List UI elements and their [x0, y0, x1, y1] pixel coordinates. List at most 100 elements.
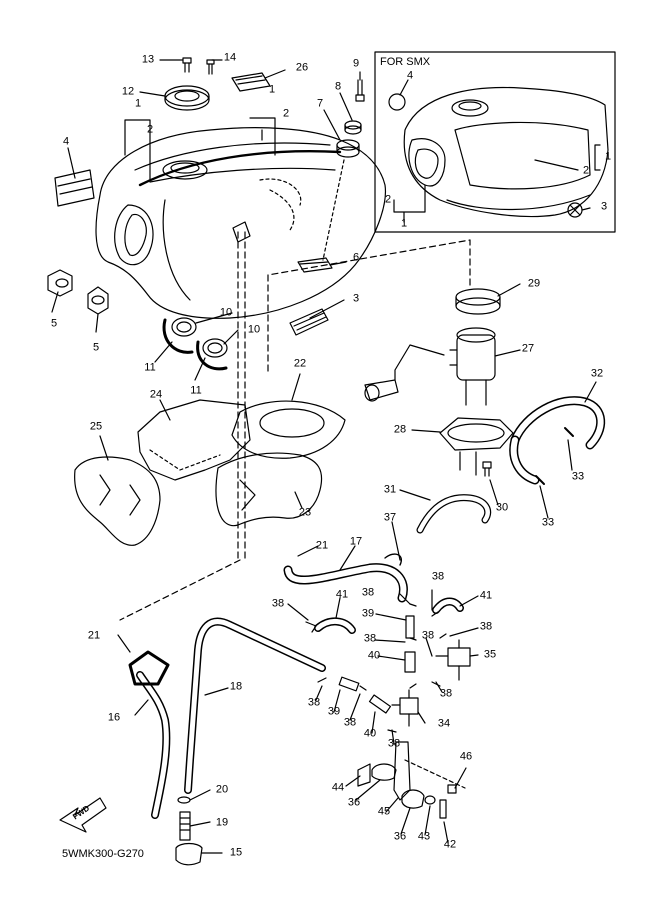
diagram-code: 5WMK300-G270	[62, 848, 144, 860]
cock-35	[435, 639, 471, 681]
clamp-36a	[371, 763, 397, 781]
callout-23: 23	[298, 506, 312, 519]
callout-27: 27	[521, 342, 535, 355]
label-26	[231, 72, 271, 92]
callout-7: 7	[316, 97, 324, 110]
callout-40: 40	[363, 727, 377, 740]
callout-11: 11	[144, 361, 156, 374]
callout-32: 32	[590, 367, 604, 380]
damper-7	[336, 139, 360, 158]
hose-18	[184, 617, 326, 794]
bolt-30	[482, 461, 492, 477]
callout-22: 22	[293, 357, 307, 370]
callout-16: 16	[107, 711, 121, 724]
callout-5: 5	[92, 341, 100, 354]
collar-8	[344, 120, 362, 135]
heat-shield-22	[231, 400, 346, 459]
callout-30: 30	[495, 501, 509, 514]
label-4	[54, 169, 95, 207]
callout-31: 31	[383, 483, 397, 496]
inset-callout-3: 3	[600, 200, 608, 213]
callout-19: 19	[215, 816, 229, 829]
callout-38: 38	[361, 586, 375, 599]
callout-25: 25	[89, 420, 103, 433]
smx-fuel-tank	[388, 86, 609, 218]
callout-38: 38	[343, 716, 357, 729]
callout-20: 20	[215, 783, 229, 796]
bolt-9	[355, 79, 365, 102]
callout-17: 17	[349, 535, 363, 548]
filler-cap	[164, 85, 210, 111]
callout-39: 39	[361, 607, 375, 620]
callout-38: 38	[439, 687, 453, 700]
smx-inset-frame	[374, 51, 616, 233]
fuel-tank	[95, 127, 387, 319]
callout-36: 36	[393, 830, 407, 843]
grommet-10a	[162, 317, 197, 354]
callout-43: 43	[417, 830, 431, 843]
bracket-45	[393, 741, 411, 801]
filter-19	[179, 811, 191, 841]
callout-9: 9	[352, 57, 360, 70]
callout-38: 38	[307, 696, 321, 709]
clamp-44	[357, 763, 371, 787]
fwd-arrow	[59, 797, 107, 833]
callout-38: 38	[431, 570, 445, 583]
callout-45: 45	[377, 805, 391, 818]
inset-callout-1: 1	[400, 217, 408, 230]
callout-1: 1	[268, 83, 276, 96]
plate-28	[439, 417, 514, 476]
callout-24: 24	[149, 388, 163, 401]
callout-10: 10	[219, 306, 233, 319]
callout-3: 3	[352, 292, 360, 305]
fuel-pump-27	[364, 327, 496, 406]
callout-14: 14	[223, 51, 237, 64]
inset-callout-4: 4	[406, 69, 414, 82]
callout-33: 33	[541, 516, 555, 529]
callout-12: 12	[121, 85, 135, 98]
callout-39: 39	[327, 705, 341, 718]
callout-38: 38	[363, 632, 377, 645]
callout-2: 2	[146, 123, 154, 136]
callout-44: 44	[331, 781, 345, 794]
callout-21: 21	[315, 539, 329, 552]
bolt-13	[182, 57, 192, 73]
cock-34	[391, 689, 419, 727]
label-3	[289, 308, 329, 336]
clamp-36b	[401, 789, 425, 809]
screw-14	[206, 59, 215, 75]
callout-33: 33	[571, 470, 585, 483]
grommet-10b	[196, 338, 228, 371]
callout-35: 35	[483, 648, 497, 661]
cover-23	[215, 452, 323, 527]
smx-inset-title: FOR SMX	[380, 56, 431, 68]
callout-36: 36	[347, 796, 361, 809]
callout-37: 37	[383, 511, 397, 524]
callout-42: 42	[443, 838, 457, 851]
callout-34: 34	[437, 717, 451, 730]
callout-40: 40	[367, 649, 381, 662]
callout-28: 28	[393, 423, 407, 436]
callout-29: 29	[527, 277, 541, 290]
callout-15: 15	[229, 846, 243, 859]
ring-29	[455, 288, 501, 315]
callout-18: 18	[229, 680, 243, 693]
inset-callout-2: 2	[582, 164, 590, 177]
inset-callout-1: 1	[604, 150, 612, 163]
callout-6: 6	[352, 251, 360, 264]
callout-38: 38	[479, 620, 493, 633]
callout-5: 5	[50, 317, 58, 330]
callout-41: 41	[479, 589, 493, 602]
callout-4: 4	[62, 135, 70, 148]
cover-25	[74, 456, 161, 546]
callout-41: 41	[335, 588, 349, 601]
cap-5b	[87, 286, 109, 315]
callout-38: 38	[421, 629, 435, 642]
callout-11: 11	[190, 384, 202, 397]
protector-24	[137, 399, 251, 481]
callout-46: 46	[459, 750, 473, 763]
clamp-15	[175, 842, 203, 866]
callout-1: 1	[134, 97, 142, 110]
